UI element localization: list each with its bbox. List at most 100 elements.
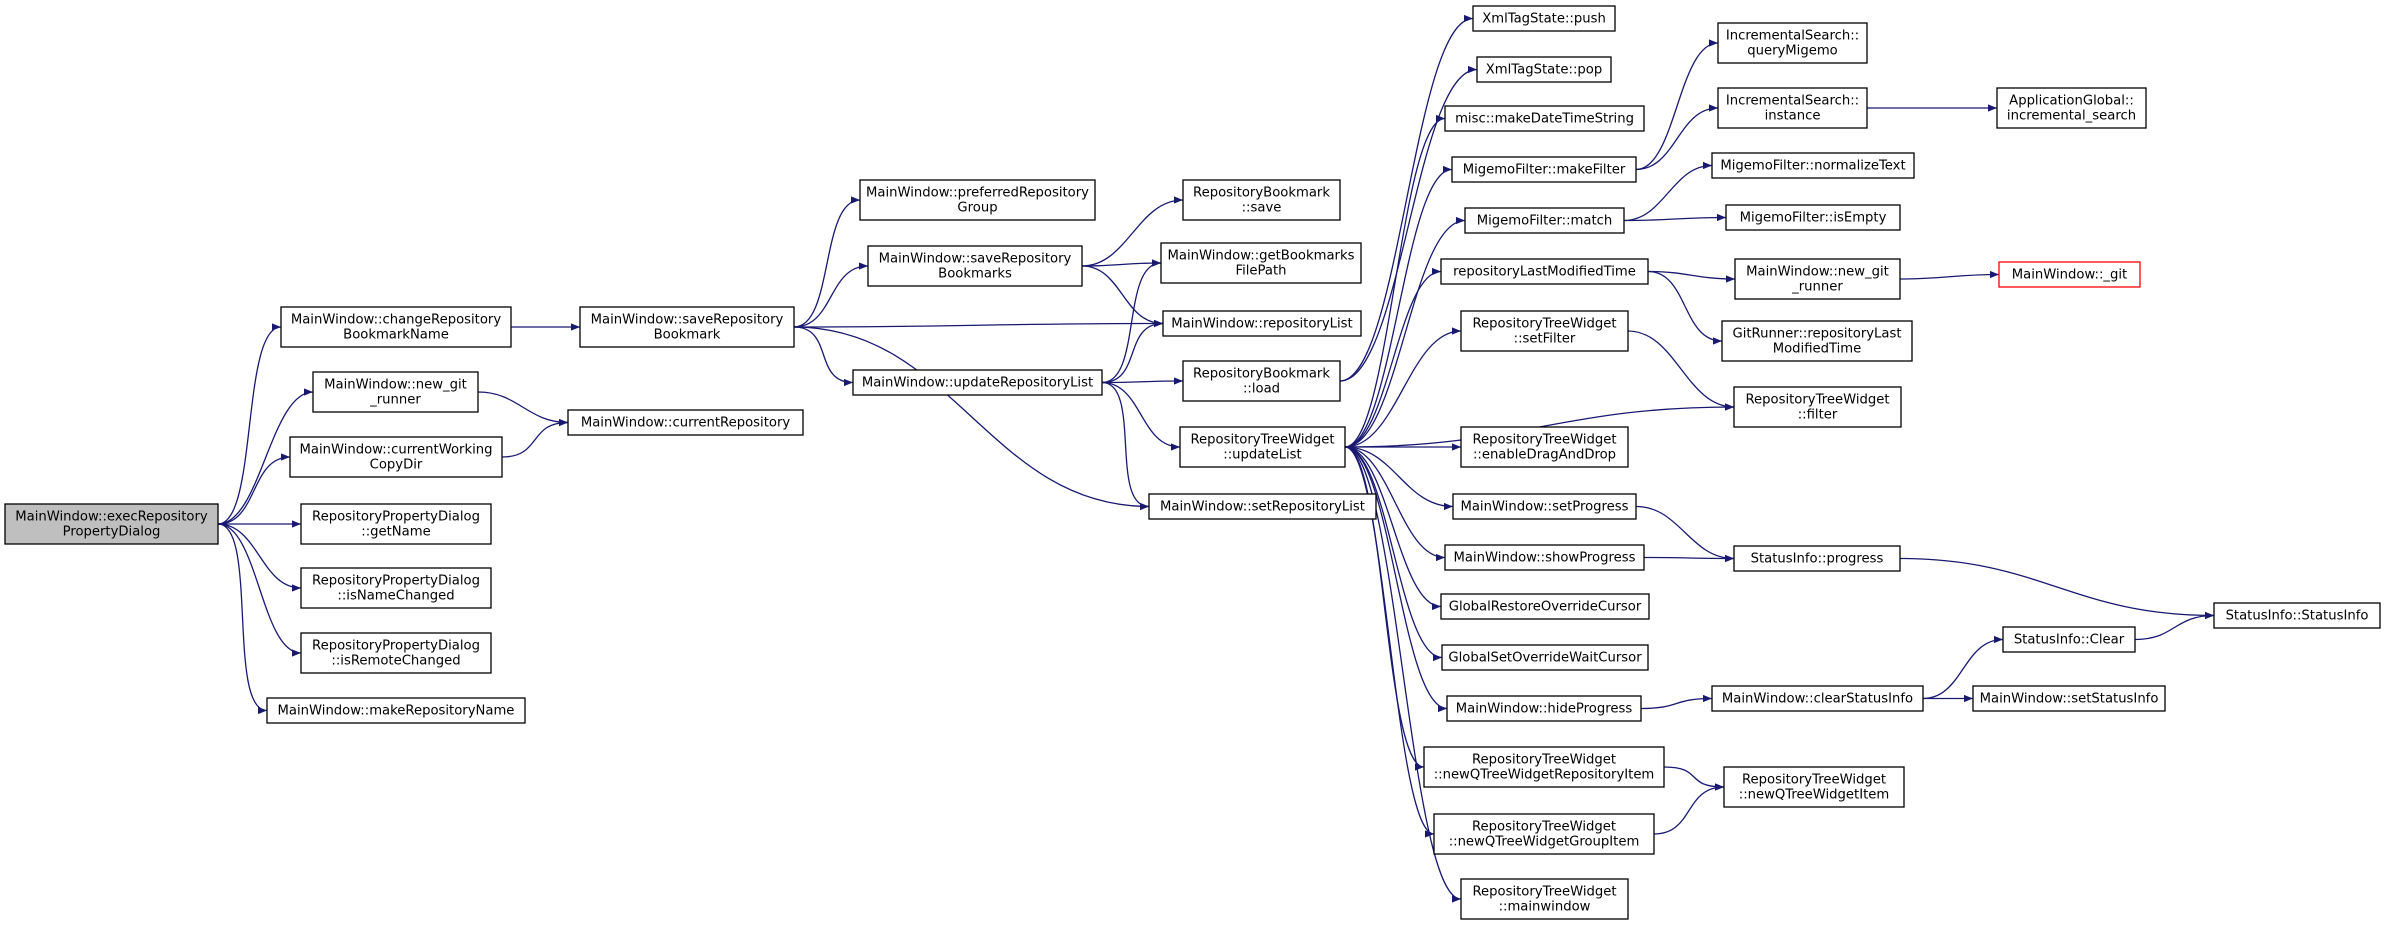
node-label: GlobalSetOverrideWaitCursor: [1448, 651, 1642, 666]
node-box: [266, 697, 526, 724]
node-rtw-mainwindow[interactable]: RepositoryTreeWidget::mainwindow: [1460, 878, 1629, 920]
node-git-runner-last-modified[interactable]: GitRunner::repositoryLastModifiedTime: [1721, 320, 1913, 362]
node-label: MainWindow::hideProgress: [1456, 702, 1633, 717]
call-edge-rtw-update-list-to-mf-match: [1344, 216, 1466, 448]
node-label: XmlTagState::pop: [1486, 63, 1602, 78]
node-box: [1460, 310, 1629, 352]
node-label: ::mainwindow: [1499, 900, 1591, 915]
node-rtw-new-group-item[interactable]: RepositoryTreeWidget::newQTreeWidgetGrou…: [1433, 813, 1655, 855]
node-box: [289, 436, 503, 478]
node-repo-last-modified-time[interactable]: repositoryLastModifiedTime: [1440, 258, 1649, 285]
node-box: [1160, 242, 1362, 284]
call-edge-rtw-update-list-to-rtw-new-repo-item: [1344, 446, 1425, 771]
node-label: misc::makeDateTimeString: [1455, 112, 1634, 127]
node-make-repository-name[interactable]: MainWindow::makeRepositoryName: [266, 697, 526, 724]
node-label: MainWindow::new_git: [1746, 265, 1889, 280]
node-repository-list[interactable]: MainWindow::repositoryList: [1162, 310, 1362, 337]
node-rtw-new-repo-item[interactable]: RepositoryTreeWidget::newQTreeWidgetRepo…: [1423, 746, 1665, 788]
call-edge-rtw-update-list-to-repo-last-modified-time: [1344, 267, 1442, 448]
node-rtw-new-item[interactable]: RepositoryTreeWidget::newQTreeWidgetItem: [1723, 766, 1905, 808]
call-edge-rtw-update-list-to-global-set-wait: [1344, 446, 1443, 662]
call-edge-save-repo-bookmarks-to-rb-save: [1081, 196, 1184, 267]
node-label: MainWindow::changeRepository: [291, 313, 501, 328]
node-set-status-info[interactable]: MainWindow::setStatusInfo: [1972, 685, 2166, 712]
call-edge-update-repository-list-to-set-repository-list: [1101, 381, 1150, 511]
node-mf-make-filter[interactable]: MigemoFilter::makeFilter: [1451, 156, 1637, 183]
call-edge-rtw-update-list-to-rtw-mainwindow: [1344, 446, 1462, 903]
node-status-info-ctor[interactable]: StatusInfo::StatusInfo: [2213, 602, 2381, 629]
node-mw-git[interactable]: MainWindow::_git: [1998, 261, 2141, 288]
node-is-query-migemo[interactable]: IncrementalSearch::queryMigemo: [1717, 22, 1868, 64]
node-label: RepositoryTreeWidget: [1472, 753, 1616, 768]
node-mf-is-empty[interactable]: MigemoFilter::isEmpty: [1725, 204, 1901, 231]
call-edge-save-repo-bookmarks-to-repository-list: [1081, 265, 1164, 328]
node-label: MigemoFilter::match: [1477, 214, 1612, 229]
node-new-git-runner2[interactable]: MainWindow::new_git_runner: [1734, 258, 1901, 300]
node-label: incremental_search: [2007, 109, 2136, 124]
node-app-incremental-search[interactable]: ApplicationGlobal::incremental_search: [1996, 87, 2147, 129]
node-rpd-is-remote-changed[interactable]: RepositoryPropertyDialog::isRemoteChange…: [300, 632, 492, 674]
node-label: ::isRemoteChanged: [331, 654, 460, 669]
node-status-progress[interactable]: StatusInfo::progress: [1733, 545, 1901, 572]
node-rtw-enable-drag-and-drop[interactable]: RepositoryTreeWidget::enableDragAndDrop: [1460, 426, 1629, 468]
node-xml-pop[interactable]: XmlTagState::pop: [1476, 56, 1612, 83]
call-edge-save-repo-bookmark-to-update-repository-list: [793, 326, 854, 387]
node-set-progress[interactable]: MainWindow::setProgress: [1452, 493, 1637, 520]
node-set-repository-list[interactable]: MainWindow::setRepositoryList: [1148, 493, 1377, 520]
node-show-progress[interactable]: MainWindow::showProgress: [1444, 544, 1645, 571]
call-edge-status-progress-to-status-info-ctor: [1899, 557, 2215, 620]
call-edge-save-repo-bookmark-to-preferred-repo-group: [793, 196, 861, 328]
node-global-set-wait[interactable]: GlobalSetOverrideWaitCursor: [1441, 644, 1649, 671]
node-global-restore[interactable]: GlobalRestoreOverrideCursor: [1440, 593, 1650, 620]
node-label: MainWindow::saveRepository: [591, 313, 784, 328]
call-edge-show-progress-to-status-progress: [1643, 554, 1735, 563]
node-box: [1162, 310, 1362, 337]
node-label: RepositoryTreeWidget: [1472, 433, 1616, 448]
node-is-instance[interactable]: IncrementalSearch::instance: [1717, 87, 1868, 129]
node-rb-save[interactable]: RepositoryBookmark::save: [1182, 179, 1341, 221]
node-update-repository-list[interactable]: MainWindow::updateRepositoryList: [852, 369, 1103, 396]
node-label: ::setFilter: [1514, 332, 1576, 347]
node-box: [1460, 426, 1629, 468]
call-edge-update-repository-list-to-repository-list: [1101, 319, 1164, 384]
node-rtw-filter[interactable]: RepositoryTreeWidget::filter: [1733, 386, 1902, 428]
node-box: [4, 503, 219, 545]
node-box: [300, 503, 492, 545]
node-label: RepositoryTreeWidget: [1472, 820, 1616, 835]
node-box: [1472, 5, 1616, 32]
node-box: [1733, 545, 1901, 572]
node-rtw-update-list[interactable]: RepositoryTreeWidget::updateList: [1179, 426, 1346, 468]
call-edge-repo-last-modified-time-to-new-git-runner2: [1647, 270, 1736, 283]
node-hide-progress[interactable]: MainWindow::hideProgress: [1446, 695, 1642, 722]
node-current-repository[interactable]: MainWindow::currentRepository: [567, 409, 804, 436]
node-box: [1446, 695, 1642, 722]
node-rpd-get-name[interactable]: RepositoryPropertyDialog::getName: [300, 503, 492, 545]
node-new-git-runner1[interactable]: MainWindow::new_git_runner: [312, 371, 479, 413]
call-edge-save-repo-bookmark-to-repository-list: [793, 319, 1164, 328]
node-label: RepositoryTreeWidget: [1745, 393, 1889, 408]
node-label: MainWindow::setRepositoryList: [1160, 500, 1365, 515]
node-rtw-set-filter[interactable]: RepositoryTreeWidget::setFilter: [1460, 310, 1629, 352]
call-edge-exec-repo-to-new-git-runner1: [217, 388, 314, 525]
node-label: FilePath: [1235, 264, 1286, 279]
node-rpd-is-name-changed[interactable]: RepositoryPropertyDialog::isNameChanged: [300, 567, 492, 609]
node-rb-load[interactable]: RepositoryBookmark::load: [1182, 360, 1341, 402]
node-label: MainWindow::setProgress: [1460, 500, 1628, 515]
node-xml-push[interactable]: XmlTagState::push: [1472, 5, 1616, 32]
node-box: [852, 369, 1103, 396]
node-box: [1711, 685, 1924, 712]
node-status-clear[interactable]: StatusInfo::Clear: [2002, 626, 2136, 653]
node-mf-normalize-text[interactable]: MigemoFilter::normalizeText: [1711, 152, 1915, 179]
call-edge-rtw-update-list-to-rtw-set-filter: [1344, 327, 1462, 448]
node-mf-match[interactable]: MigemoFilter::match: [1464, 207, 1625, 234]
node-label: MainWindow::new_git: [324, 378, 467, 393]
node-make-date-time-string[interactable]: misc::makeDateTimeString: [1444, 105, 1645, 132]
node-clear-status-info[interactable]: MainWindow::clearStatusInfo: [1711, 685, 1924, 712]
